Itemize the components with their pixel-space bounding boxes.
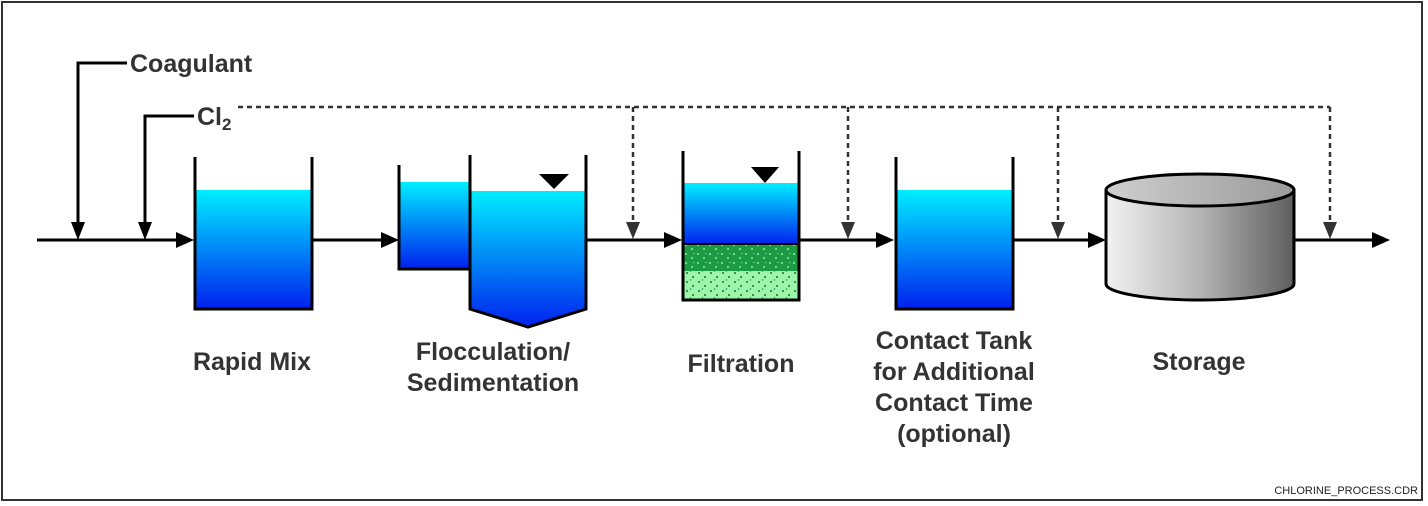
storage-label: Storage <box>1152 348 1246 376</box>
dashed-arrow-heads <box>626 222 1337 239</box>
flocculation-sedimentation-label: Flocculation/ Sedimentation <box>383 337 603 399</box>
contact-tank-label-line-2: for Additional <box>873 358 1035 386</box>
filtration-tank <box>681 151 801 302</box>
coagulant-label: Coagulant <box>130 50 253 78</box>
chlorine-feed-line <box>138 114 194 240</box>
contact-tank-label-line-3: Contact Time <box>875 389 1033 417</box>
filtration-label: Filtration <box>687 350 795 378</box>
coagulant-feed-line <box>71 61 127 240</box>
flocculation-label-line-1: Flocculation/ <box>415 338 571 366</box>
optional-chlorine-dashed-lines <box>238 105 1332 226</box>
chlorine-subscript: 2 <box>222 115 232 134</box>
contact-tank <box>894 157 1015 311</box>
flocculation-tank <box>397 165 470 271</box>
contact-tank-label-line-4: (optional) <box>897 420 1011 448</box>
flocculation-label-line-2: Sedimentation <box>406 369 580 397</box>
storage-tank <box>1104 172 1296 302</box>
flow-arrow-heads <box>176 232 1390 248</box>
contact-tank-label: Contact Tank for Additional Contact Time… <box>834 326 1074 450</box>
water-level-marker-icon <box>539 174 569 189</box>
file-reference: CHLORINE_PROCESS.CDR <box>1274 485 1418 497</box>
sedimentation-tank <box>468 155 588 329</box>
chlorine-label: Cl2 <box>197 102 231 140</box>
rapid-mix-label: Rapid Mix <box>192 348 312 376</box>
contact-tank-label-line-1: Contact Tank <box>875 327 1033 355</box>
chlorine-symbol: Cl <box>197 103 222 131</box>
water-level-marker-icon <box>751 167 779 183</box>
rapid-mix-tank <box>193 157 314 311</box>
